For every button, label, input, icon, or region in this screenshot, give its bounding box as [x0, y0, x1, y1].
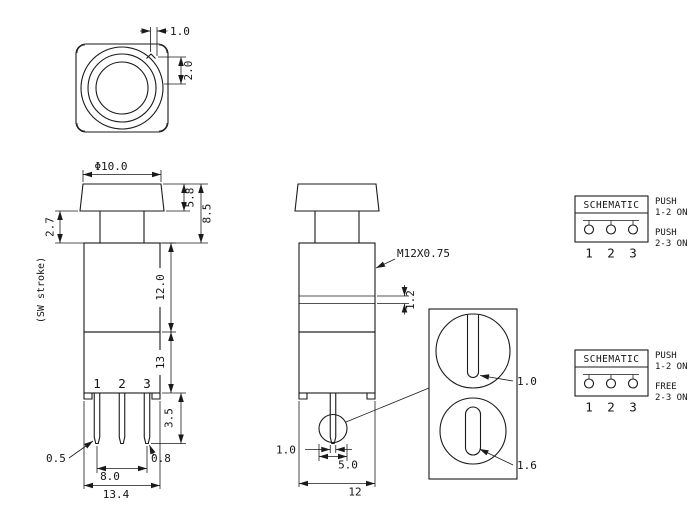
sw-stroke-label: (SW stroke) — [36, 257, 47, 323]
detail-frame — [428, 308, 518, 480]
dim-bushing-height: 12.0 — [154, 274, 167, 301]
side-pin — [329, 392, 337, 445]
front-pin-2 — [118, 392, 126, 445]
schematic-box — [574, 195, 649, 243]
side-view: M12X0.75 1.2 1.0 5.0 12 — [276, 183, 450, 499]
side-base-outline — [298, 331, 376, 394]
dim-cap-stem-height: 8.5 — [201, 204, 214, 224]
oval-width-leader — [479, 448, 514, 466]
schematic-title: SCHEMATIC — [584, 354, 640, 365]
schematic-pushed: SCHEMATIC 1 2 3 PUSH 1-2 ON PUSH 2-3 ON — [574, 195, 688, 261]
top-view: 1.0 2.0 — [75, 25, 195, 133]
schematic-box — [574, 349, 649, 397]
state-b-line2: 2-3 ON — [655, 393, 688, 403]
dim-body-width: 13.4 — [103, 488, 130, 501]
state-b-line1: PUSH — [655, 228, 677, 238]
front-cap-outline — [79, 183, 165, 212]
side-locating-boss-circle — [318, 413, 348, 444]
front-bushing-outline — [83, 242, 161, 333]
terminal-circle-2 — [605, 224, 617, 235]
terminal-circle-3 — [627, 378, 639, 389]
detail-bottom-circle — [439, 397, 507, 465]
state-b-line2: 2-3 ON — [655, 239, 688, 249]
side-base-feet — [298, 393, 376, 400]
detail-oval-slot — [464, 406, 482, 456]
side-view-dimensions: M12X0.75 1.2 1.0 5.0 12 — [276, 247, 450, 499]
dim-pin: 1.0 — [276, 444, 296, 457]
state-b-line1: FREE — [655, 382, 677, 392]
dim-stroke: 2.7 — [44, 217, 57, 237]
terminal-number-3: 3 — [629, 400, 637, 415]
terminal-number-2: 2 — [607, 400, 615, 415]
dim-slot-width: 1.0 — [517, 375, 537, 388]
front-view: 1 2 3 Φ10.0 5.8 8.5 2.7 (SW stroke) — [36, 160, 214, 501]
top-view-body-outline — [75, 43, 169, 133]
detail-slot — [466, 314, 480, 378]
top-view-middle-circle — [87, 53, 157, 123]
top-view-outer-circle — [80, 46, 164, 130]
terminal-number-3: 3 — [629, 246, 637, 261]
schematic-free: SCHEMATIC 1 2 3 PUSH 1-2 ON FREE 2-3 ON — [574, 349, 688, 415]
dim-step: 1.2 — [404, 290, 417, 310]
terminal-circle-2 — [605, 378, 617, 389]
dim-body-depth: 12 — [348, 486, 361, 499]
terminal-number-2: 2 — [607, 246, 615, 261]
side-bushing-outline — [298, 242, 376, 333]
state-a-line1: PUSH — [655, 197, 677, 207]
dim-pin-length: 3.5 — [163, 408, 176, 428]
terminal-number-1: 1 — [585, 246, 593, 261]
state-a-line1: PUSH — [655, 351, 677, 361]
detail-view: 1.0 1.6 — [428, 308, 537, 480]
side-cap-outline — [294, 183, 380, 212]
terminal-number-1: 1 — [585, 400, 593, 415]
pin-label-1: 1 — [93, 376, 101, 391]
dim-text-mask — [154, 350, 166, 375]
dim-base-height: 13 — [154, 356, 167, 369]
top-view-corner-details — [76, 44, 168, 132]
thread-spec-label: M12X0.75 — [397, 247, 450, 260]
terminal-circle-1 — [583, 378, 595, 389]
dim-tab-width: 1.0 — [170, 25, 190, 38]
dim-oval-width: 1.6 — [517, 459, 537, 472]
dim-cap-diameter: Φ10.0 — [94, 160, 127, 173]
dim-boss-diameter: 5.0 — [338, 459, 358, 472]
pin-label-2: 2 — [118, 376, 126, 391]
dim-pin-pitch: 8.0 — [100, 470, 120, 483]
dim-pin-width: 0.5 — [46, 452, 66, 465]
terminal-circle-3 — [627, 224, 639, 235]
slot-width-leader — [479, 374, 514, 382]
state-a-line2: 1-2 ON — [655, 208, 688, 218]
front-base-feet — [83, 393, 161, 400]
pin-label-3: 3 — [143, 376, 151, 391]
dim-text-mask — [154, 268, 166, 307]
detail-top-circle — [435, 313, 511, 389]
top-view-inner-circle — [95, 61, 149, 115]
dim-pin-thickness: 0.8 — [151, 452, 171, 465]
state-a-line2: 1-2 ON — [655, 362, 688, 372]
detail-leader-line — [345, 387, 430, 423]
front-view-dimensions: Φ10.0 5.8 8.5 2.7 (SW stroke) 12.0 13 — [36, 160, 214, 501]
schematic-title: SCHEMATIC — [584, 200, 640, 211]
dim-tab-depth: 2.0 — [182, 61, 195, 81]
terminal-circle-1 — [583, 224, 595, 235]
top-view-keyway-tab — [146, 53, 156, 59]
dim-cap-height: 5.8 — [184, 188, 197, 208]
front-pin-1 — [93, 392, 101, 445]
top-view-dimensions: 1.0 2.0 — [140, 25, 195, 85]
front-pin-3 — [143, 392, 151, 445]
